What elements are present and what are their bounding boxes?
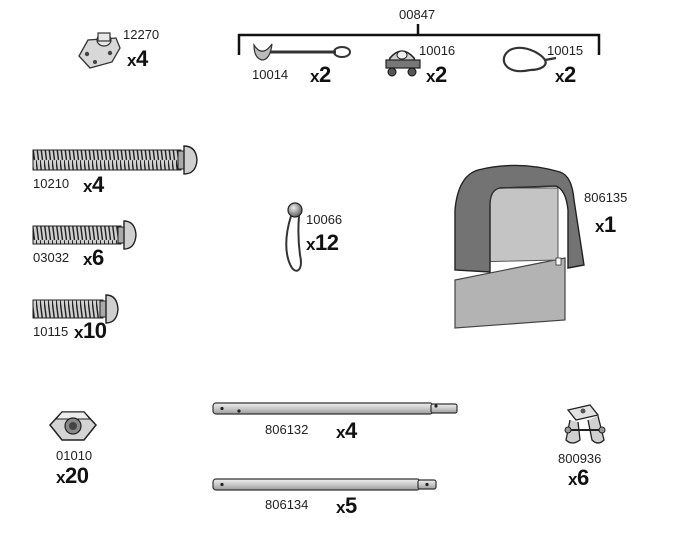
swing-hanger-icon — [564, 404, 606, 444]
part-code-10210: 10210 — [33, 176, 70, 191]
part-qty-12270: x4 — [127, 46, 148, 71]
kit-bracket — [237, 24, 601, 55]
part-code-10066: 10066 — [306, 212, 343, 227]
part-qty-10014: x2 — [310, 62, 331, 87]
part-qty-03032: x6 — [83, 245, 104, 270]
part-code-806132: 806132 — [265, 422, 309, 437]
ground-anchor-icon — [253, 42, 351, 61]
part-code-01010: 01010 — [56, 448, 93, 463]
part-code-10016: 10016 — [419, 43, 456, 58]
bungee-ball-tie-icon — [285, 202, 303, 272]
canopy-cover-icon — [454, 164, 585, 329]
wire-rope-clip-icon — [385, 50, 421, 77]
cable-loop-icon — [502, 46, 557, 73]
part-qty-10066: x12 — [306, 230, 339, 255]
hex-nut-icon — [49, 411, 97, 441]
part-qty-800936: x6 — [568, 465, 589, 490]
part-qty-10115: x10 — [74, 318, 107, 343]
part-qty-10210: x4 — [83, 172, 104, 197]
medium-carriage-bolt-icon — [32, 220, 137, 250]
part-code-806135: 806135 — [584, 190, 628, 205]
part-code-10015: 10015 — [547, 43, 584, 58]
part-code-806134: 806134 — [265, 497, 309, 512]
part-qty-806135: x1 — [595, 212, 616, 237]
part-code-10115: 10115 — [33, 324, 69, 339]
short-carriage-bolt-icon — [32, 294, 119, 324]
part-qty-01010: x20 — [56, 463, 89, 488]
long-carriage-bolt-icon — [32, 145, 198, 175]
short-tube-icon — [212, 478, 437, 491]
part-code-12270: 12270 — [123, 27, 160, 42]
part-qty-10015: x2 — [555, 62, 576, 87]
part-qty-806134: x5 — [336, 493, 357, 518]
part-qty-10016: x2 — [426, 62, 447, 87]
part-code-10014: 10014 — [252, 67, 289, 82]
mounting-bracket-icon — [78, 32, 121, 69]
part-code-800936: 800936 — [558, 451, 602, 466]
long-tube-icon — [212, 402, 458, 415]
kit-code: 00847 — [399, 7, 436, 22]
part-code-03032: 03032 — [33, 250, 70, 265]
part-qty-806132: x4 — [336, 418, 357, 443]
